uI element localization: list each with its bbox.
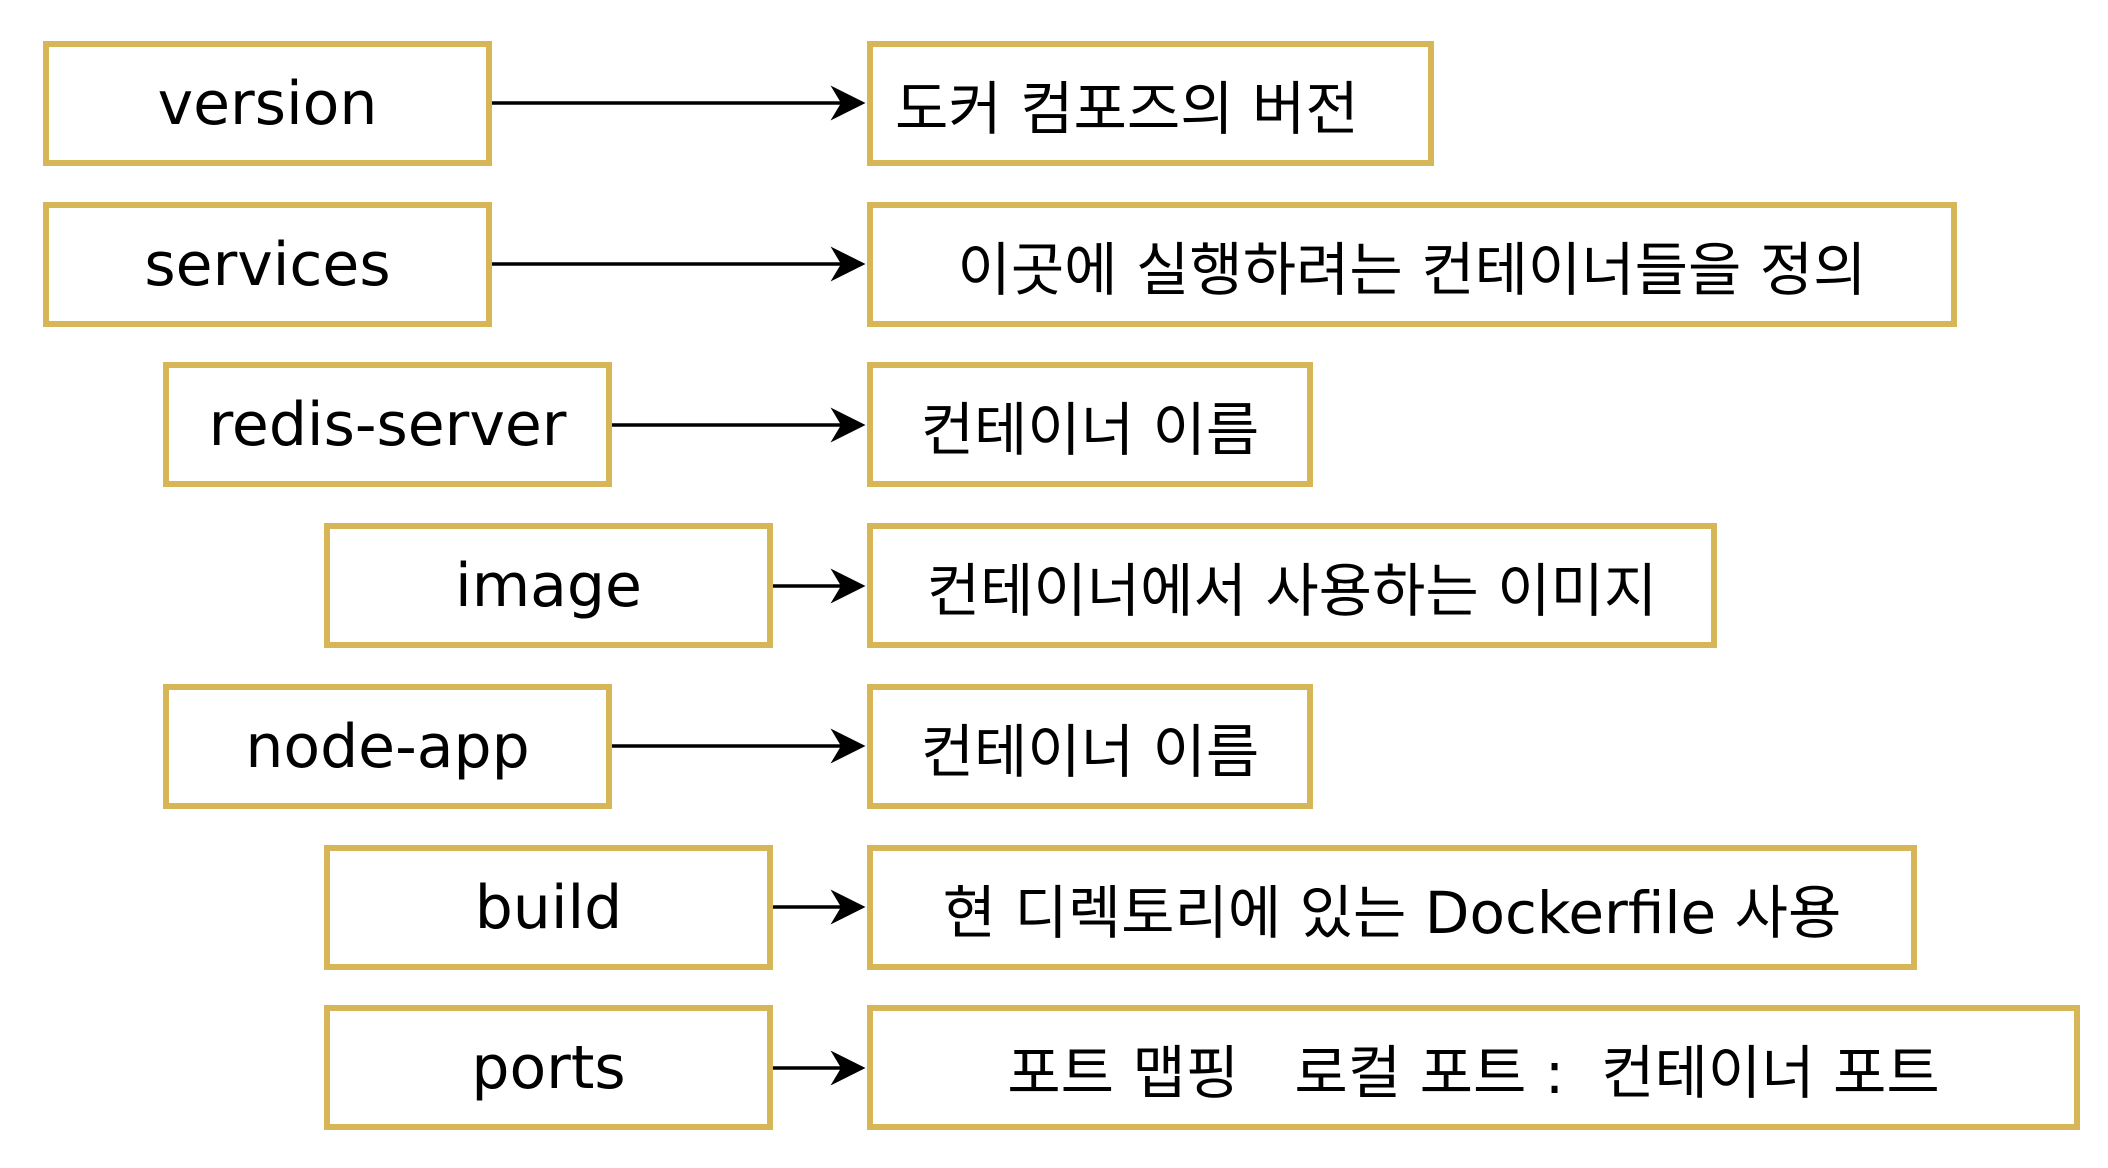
desc-label: 컨테이너 이름 [920, 717, 1260, 786]
key-box-redis-server: redis-server [163, 362, 612, 487]
desc-box-node-app: 컨테이너 이름 [867, 684, 1313, 809]
key-box-build: build [324, 845, 773, 970]
key-label: services [144, 229, 391, 300]
key-box-image: image [324, 523, 773, 648]
desc-box-image: 컨테이너에서 사용하는 이미지 [867, 523, 1717, 648]
key-box-version: version [43, 41, 492, 166]
key-box-ports: ports [324, 1005, 773, 1130]
desc-label: 컨테이너에서 사용하는 이미지 [926, 556, 1658, 625]
desc-label: 현 디렉토리에 있는 Dockerfile 사용 [942, 878, 1842, 947]
desc-box-services: 이곳에 실행하려는 컨테이너들을 정의 [867, 202, 1957, 327]
desc-label: 컨테이너 이름 [920, 395, 1260, 464]
key-label: image [455, 550, 642, 621]
desc-label: 포트 맵핑 로컬 포트 : 컨테이너 포트 [1007, 1038, 1940, 1107]
key-box-node-app: node-app [163, 684, 612, 809]
desc-label: 이곳에 실행하려는 컨테이너들을 정의 [957, 235, 1867, 304]
desc-label: 도커 컴포즈의 버전 [895, 74, 1359, 143]
key-label: node-app [245, 711, 530, 782]
desc-box-redis-server: 컨테이너 이름 [867, 362, 1313, 487]
key-box-services: services [43, 202, 492, 327]
key-label: redis-server [208, 389, 567, 460]
key-label: version [157, 68, 378, 139]
desc-box-ports: 포트 맵핑 로컬 포트 : 컨테이너 포트 [867, 1005, 2080, 1130]
desc-box-version: 도커 컴포즈의 버전 [867, 41, 1434, 166]
key-label: build [474, 872, 623, 943]
desc-box-build: 현 디렉토리에 있는 Dockerfile 사용 [867, 845, 1917, 970]
key-label: ports [471, 1032, 626, 1103]
